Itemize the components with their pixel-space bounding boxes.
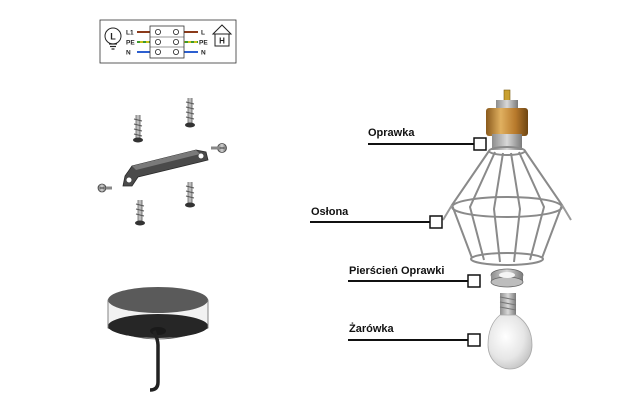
ceiling-canopy <box>107 287 209 392</box>
left-terminal-pe: PE <box>126 40 135 47</box>
leader-box-socket <box>473 137 487 151</box>
terminal-block <box>149 25 185 59</box>
right-terminal-n: N <box>201 50 206 57</box>
bolt-icon <box>97 183 112 193</box>
wiring-diagram: L L1 PE N L PE N <box>99 19 237 64</box>
wood-screw-icon <box>185 182 195 208</box>
light-bulb-part <box>487 293 533 370</box>
leader-box-bulb <box>467 333 481 347</box>
mounting-hardware <box>97 98 227 226</box>
house-symbol-icon: H <box>211 24 233 47</box>
leader-lines <box>310 137 487 347</box>
left-terminal-n: N <box>126 50 131 57</box>
wood-screw-icon <box>133 115 143 143</box>
left-terminal-l1: L1 <box>126 30 134 37</box>
bulb-label: Żarówka <box>349 323 394 335</box>
right-terminal-l: L <box>201 30 205 37</box>
leader-box-cage <box>429 215 443 229</box>
lamp-badge-text: L <box>110 32 116 42</box>
bolt-icon <box>211 143 227 153</box>
house-badge-text: H <box>219 37 225 46</box>
mounting-bracket-icon <box>122 149 209 187</box>
leader-box-ring <box>467 274 481 288</box>
socket-ring-part <box>490 268 524 288</box>
lamp-symbol-icon: L <box>104 27 122 50</box>
socket-ring-label: Pierścień Oprawki <box>349 265 445 277</box>
socket-label: Oprawka <box>368 127 415 139</box>
cage-label: Osłona <box>311 206 349 218</box>
lamp-socket-part <box>486 89 528 150</box>
wood-screw-icon <box>185 98 195 128</box>
right-terminal-pe: PE <box>199 40 208 47</box>
wood-screw-icon <box>135 200 145 226</box>
wire-cage-part <box>442 146 572 266</box>
